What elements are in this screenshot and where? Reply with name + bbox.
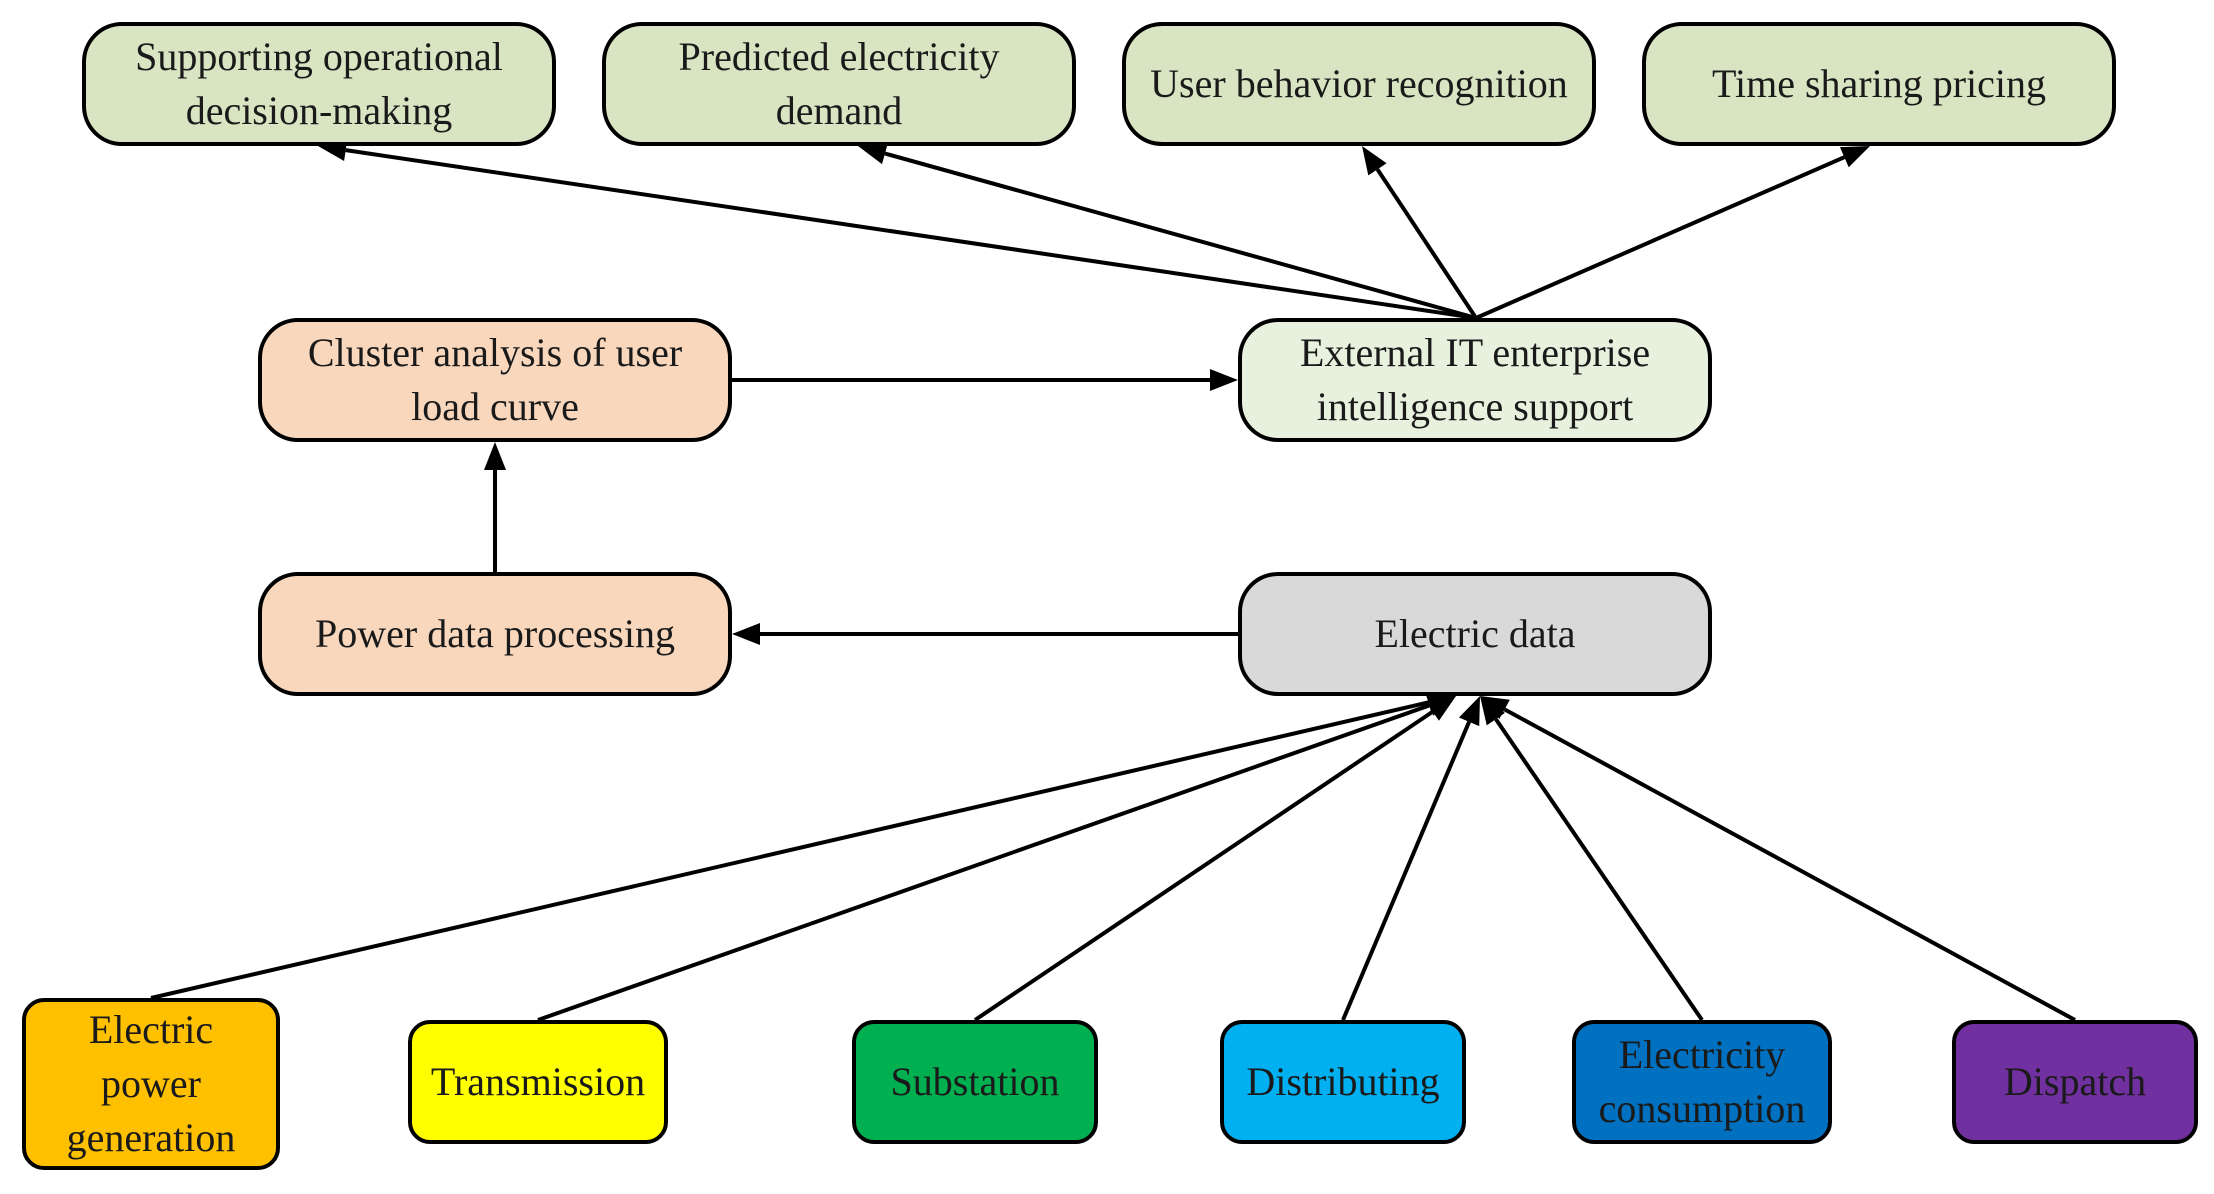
edge-electric-to-power xyxy=(732,623,1238,645)
node-time-sharing-pricing: Time sharing pricing xyxy=(1642,22,2116,146)
edge-line xyxy=(1375,168,1478,320)
edge-line xyxy=(1503,707,2076,1022)
edge-arrowhead xyxy=(484,442,506,470)
edge-cluster-to-external xyxy=(732,369,1238,391)
node-line: Substation xyxy=(890,1059,1060,1104)
edge-arrowhead xyxy=(1458,696,1480,727)
edge-line xyxy=(1494,717,1704,1022)
node-user-behavior-recognition: User behavior recognition xyxy=(1122,22,1596,146)
edge-external-to-top-1 xyxy=(318,139,1477,320)
edge-arrowhead xyxy=(1480,696,1510,720)
edge-src-6-to-electric xyxy=(1480,696,2076,1022)
node-distributing: Distributing xyxy=(1220,1020,1466,1144)
edge-line xyxy=(537,703,1431,1022)
node-line: generation xyxy=(66,1115,236,1160)
edge-arrowhead xyxy=(1839,146,1870,168)
edge-arrowhead xyxy=(1362,146,1387,176)
node-power-data-processing: Power data processing xyxy=(258,572,732,696)
node-electric-power-generation: Electric power generation xyxy=(22,998,280,1170)
node-line: User behavior recognition xyxy=(1150,61,1568,106)
edge-src-5-to-electric xyxy=(1480,696,1704,1022)
edge-arrowhead xyxy=(1480,696,1505,726)
edge-arrowhead xyxy=(1426,696,1456,721)
edge-src-3-to-electric xyxy=(973,696,1456,1022)
node-line: decision-making xyxy=(185,88,453,133)
edge-external-to-top-3 xyxy=(1362,146,1478,320)
node-line: Distributing xyxy=(1246,1059,1440,1104)
edge-line xyxy=(884,151,1477,320)
edge-line xyxy=(1475,155,1846,320)
node-line: consumption xyxy=(1598,1086,1806,1131)
edge-src-2-to-electric xyxy=(537,694,1456,1022)
node-transmission: Transmission xyxy=(408,1020,668,1144)
node-substation: Substation xyxy=(852,1020,1098,1144)
edge-line xyxy=(150,700,1430,1000)
edge-arrowhead xyxy=(732,623,760,645)
edge-power-to-cluster xyxy=(484,442,506,572)
edge-line xyxy=(345,148,1477,320)
edge-external-to-top-4 xyxy=(1475,146,1870,320)
node-line: Cluster analysis of user xyxy=(307,330,683,375)
node-line: Power data processing xyxy=(315,611,675,656)
node-line: intelligence support xyxy=(1316,384,1634,429)
node-electric-data: Electric data xyxy=(1238,572,1712,696)
node-line: Supporting operational xyxy=(135,34,503,79)
edge-src-1-to-electric xyxy=(150,691,1456,1000)
node-line: Electricity xyxy=(1618,1032,1786,1077)
node-line: power xyxy=(101,1061,201,1106)
node-line: load curve xyxy=(411,384,579,429)
node-line: Dispatch xyxy=(2003,1059,2147,1104)
edge-arrowhead xyxy=(1425,694,1456,716)
edge-external-to-top-2 xyxy=(858,142,1477,320)
node-predicted-electricity-demand: Predicted electricity demand xyxy=(602,22,1076,146)
node-external-it-support: External IT enterprise intelligence supp… xyxy=(1238,318,1712,442)
edge-line xyxy=(1341,721,1471,1021)
node-line: Predicted electricity xyxy=(678,34,1000,79)
node-cluster-analysis: Cluster analysis of user load curve xyxy=(258,318,732,442)
node-line: Time sharing pricing xyxy=(1711,61,2047,106)
edge-src-4-to-electric xyxy=(1341,696,1480,1021)
node-supporting-operational-decision-making: Supporting operational decision-making xyxy=(82,22,556,146)
edge-arrowhead xyxy=(858,142,888,165)
node-dispatch: Dispatch xyxy=(1952,1020,2198,1144)
node-line: Electric xyxy=(88,1007,214,1052)
node-electricity-consumption: Electricity consumption xyxy=(1572,1020,1832,1144)
node-line: demand xyxy=(775,88,903,133)
edge-line xyxy=(973,709,1434,1022)
edge-arrowhead xyxy=(1210,369,1238,391)
node-line: Electric data xyxy=(1374,611,1576,656)
node-line: Transmission xyxy=(430,1059,646,1104)
node-line: External IT enterprise xyxy=(1299,330,1651,375)
